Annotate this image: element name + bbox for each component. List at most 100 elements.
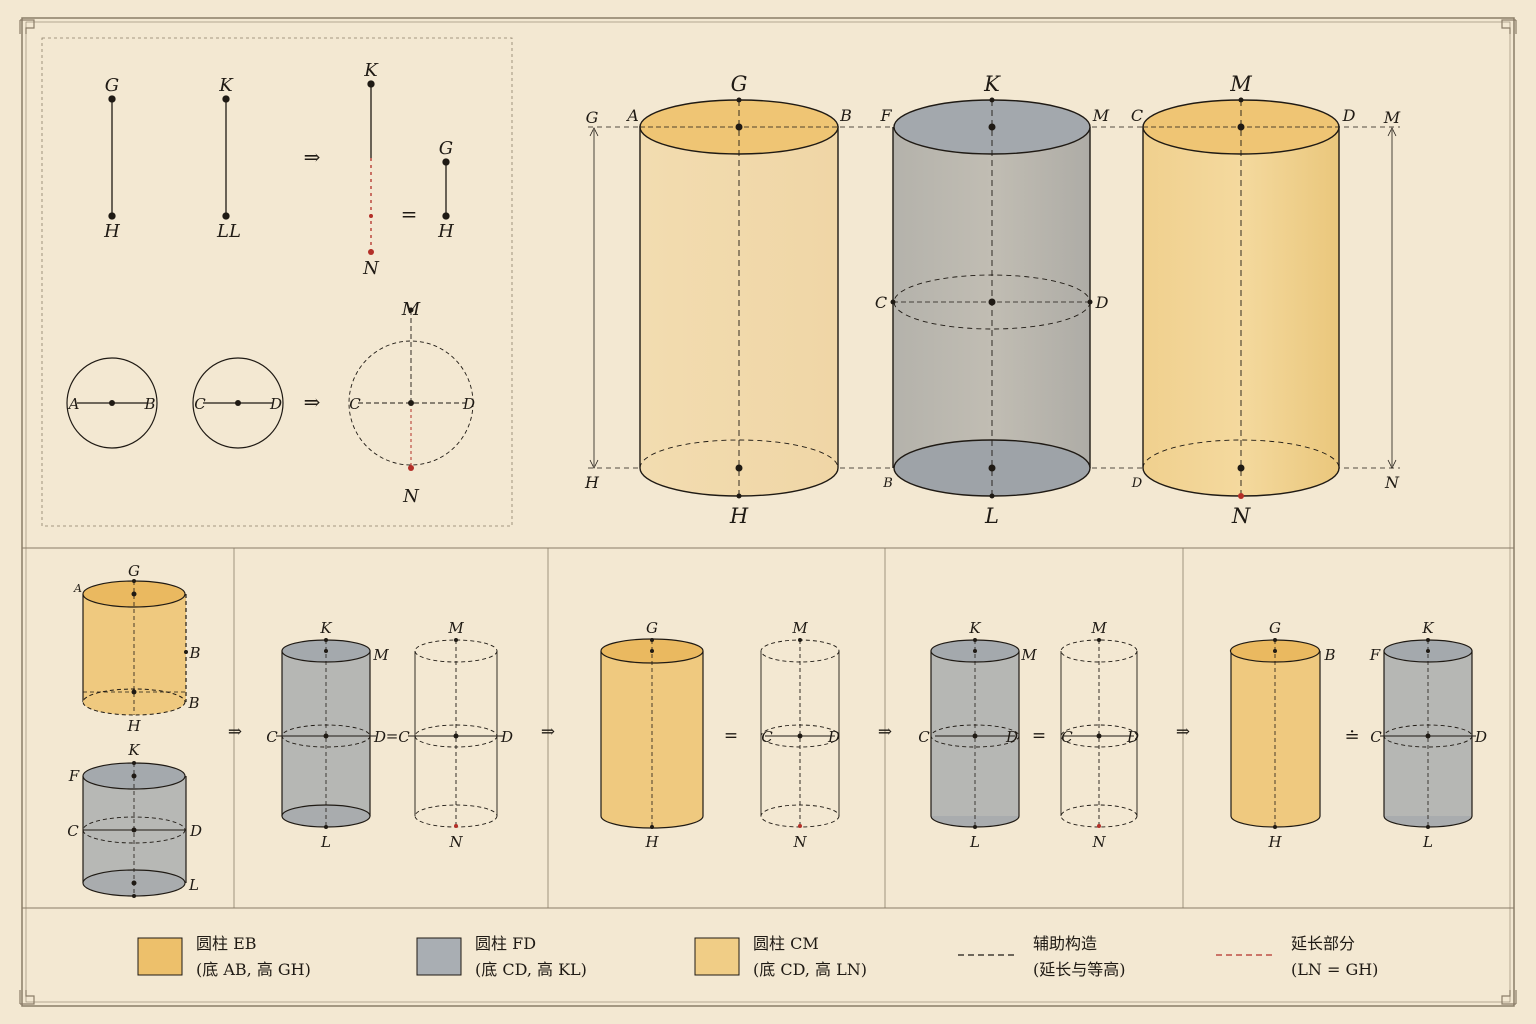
step2-gray-cylinder bbox=[276, 638, 376, 829]
s1-gold-b2: B bbox=[187, 694, 199, 712]
s5-b-top: K bbox=[1421, 619, 1434, 637]
cyl2-mid-right: D bbox=[1095, 293, 1109, 312]
step5-labels: G H B K L F C D bbox=[1267, 619, 1487, 851]
legend-eb-sub: (底 AB, 高 GH) bbox=[196, 960, 311, 979]
s4-a-ml: C bbox=[918, 728, 930, 746]
step1-gray-cylinder bbox=[82, 761, 187, 898]
big-side-labels: G H M N bbox=[584, 108, 1401, 492]
s4-a-rim: M bbox=[1020, 646, 1037, 664]
label-K2: K bbox=[363, 60, 379, 81]
side-label-H: H bbox=[584, 473, 600, 492]
s3-b-mr: D bbox=[827, 728, 840, 746]
s4-a-mr: D bbox=[1005, 728, 1018, 746]
cyl1-bottom-label: H bbox=[729, 504, 749, 528]
legend-cm-sub: (底 CD, 高 LN) bbox=[753, 960, 867, 979]
step-arrow-3: ⇒ bbox=[878, 722, 892, 742]
s5-b-left: F bbox=[1369, 646, 1381, 664]
label-K: K bbox=[218, 75, 234, 96]
s5-b-mr: D bbox=[1474, 728, 1487, 746]
s4-b-top: M bbox=[1090, 619, 1107, 637]
s4-a-bottom: L bbox=[969, 833, 980, 851]
step4-labels: K L M C D M N C D bbox=[918, 619, 1139, 851]
s1-gray-mid-left: C bbox=[67, 822, 79, 840]
cyl3-top-label: M bbox=[1229, 72, 1252, 96]
s5-a-right: B bbox=[1323, 646, 1335, 664]
s2-a-bottom: L bbox=[320, 833, 331, 851]
s3-a-bottom: H bbox=[644, 833, 659, 851]
label-H2: H bbox=[437, 221, 454, 242]
cyl3-rim-left: C bbox=[1131, 106, 1143, 125]
s2-a-mr: D bbox=[373, 728, 386, 746]
label-N: N bbox=[362, 258, 380, 279]
segment-labels: G H K LL K N G H bbox=[103, 60, 454, 279]
cyl1-rim-right: B bbox=[839, 106, 852, 125]
s1-gold-bottom: H bbox=[126, 717, 141, 735]
s1-gold-top: G bbox=[128, 562, 140, 580]
step4-equals: = bbox=[1032, 726, 1046, 746]
legend-item-fd: 圆柱 FD (底 CD, 高 KL) bbox=[416, 934, 587, 979]
label-D: D bbox=[269, 395, 282, 413]
step-arrow-2: ⇒ bbox=[541, 722, 555, 742]
s4-b-bottom: N bbox=[1091, 833, 1106, 851]
step3-gold-cylinder bbox=[600, 638, 704, 829]
label-G2: G bbox=[439, 138, 453, 159]
s2-a-ml: C bbox=[266, 728, 278, 746]
legend-item-aux: 辅助构造 (延长与等高) bbox=[958, 934, 1126, 979]
step5-gray-cylinder bbox=[1380, 638, 1476, 829]
legend-fd-title: 圆柱 FD bbox=[475, 934, 536, 953]
step5-gold-cylinder bbox=[1229, 638, 1321, 829]
s3-b-bottom: N bbox=[792, 833, 807, 851]
label-N2: N bbox=[402, 486, 420, 507]
legend-aux-sub: (延长与等高) bbox=[1033, 960, 1126, 979]
s3-a-top: G bbox=[646, 619, 658, 637]
circle-labels: A B C D C D M N bbox=[67, 299, 475, 507]
cyl2-rim-right: M bbox=[1092, 106, 1110, 125]
cyl2-rim-left: F bbox=[879, 106, 892, 125]
s2-a-rim: M bbox=[372, 646, 389, 664]
s5-a-top: G bbox=[1269, 619, 1281, 637]
equals-sign: = bbox=[401, 202, 418, 226]
legend-fd-sub: (底 CD, 高 KL) bbox=[475, 960, 587, 979]
step-arrow-1: ⇒ bbox=[228, 722, 242, 742]
step3-labels: G H M N C D bbox=[644, 619, 840, 851]
s4-a-top: K bbox=[968, 619, 981, 637]
s5-b-bottom: L bbox=[1422, 833, 1433, 851]
side-label-G: G bbox=[586, 108, 599, 127]
s1-gray-left: F bbox=[68, 767, 80, 785]
page-frame bbox=[21, 17, 1515, 1007]
cyl2-bottom-label: L bbox=[984, 504, 999, 528]
step3-outline-points bbox=[797, 638, 803, 828]
side-label-M: M bbox=[1383, 108, 1401, 127]
s4-b-mr: D bbox=[1126, 728, 1139, 746]
legend-aux-title: 辅助构造 bbox=[1033, 934, 1097, 953]
s1-gray-top: K bbox=[127, 741, 140, 759]
legend-cm-title: 圆柱 CM bbox=[753, 934, 819, 953]
label-C: C bbox=[194, 395, 206, 413]
s2-b-top: M bbox=[447, 619, 464, 637]
step-arrow-4: ⇒ bbox=[1176, 722, 1190, 742]
circle-centers bbox=[109, 307, 414, 471]
cyl3-base-left: D bbox=[1131, 476, 1143, 491]
step4-outline-points bbox=[1096, 638, 1102, 828]
legend-item-ext: 延长部分 (LN = GH) bbox=[1216, 934, 1378, 979]
big-cylinder-labels: G H A B K L F M C D B M N C D D bbox=[625, 72, 1355, 528]
s1-gray-bottom: L bbox=[188, 876, 199, 894]
step1-gold-cylinder bbox=[82, 579, 188, 716]
s4-b-ml: C bbox=[1061, 728, 1073, 746]
legend-ext-sub: (LN = GH) bbox=[1291, 960, 1378, 979]
step2-labels: K L M C D M N C D bbox=[266, 619, 513, 851]
s2-b-mr: D bbox=[500, 728, 513, 746]
step3-equals: = bbox=[724, 726, 738, 746]
label-H: H bbox=[103, 221, 120, 242]
s3-b-top: M bbox=[791, 619, 808, 637]
cyl3-bottom-label: N bbox=[1231, 504, 1251, 528]
s1-gray-mid-right: D bbox=[189, 822, 202, 840]
s5-a-bottom: H bbox=[1267, 833, 1282, 851]
implies-arrow-2: ⇒ bbox=[304, 390, 321, 414]
s1-gold-left: A bbox=[73, 582, 82, 595]
s2-a-top: K bbox=[319, 619, 332, 637]
s2-b-ml: C bbox=[398, 728, 410, 746]
side-label-N: N bbox=[1384, 473, 1400, 492]
step1-labels: G H A B B K L F C D bbox=[67, 562, 202, 894]
